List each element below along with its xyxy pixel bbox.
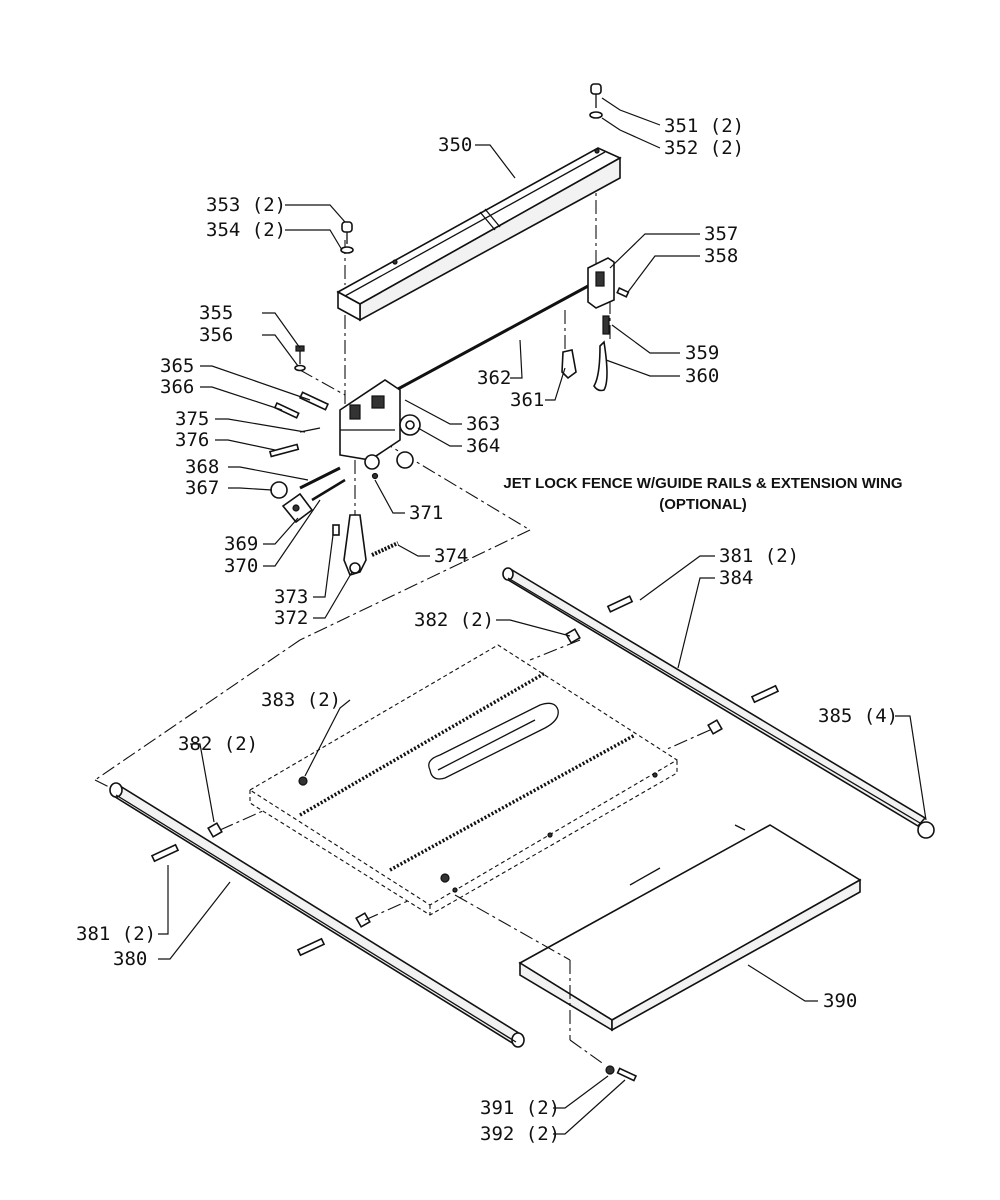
screw-376 bbox=[268, 443, 300, 458]
label-382-rear: 382 (2) bbox=[414, 609, 494, 631]
label-372: 372 bbox=[274, 607, 308, 629]
label-360: 360 bbox=[685, 365, 719, 387]
label-369: 369 bbox=[224, 533, 258, 555]
washer-392 bbox=[616, 1067, 638, 1082]
label-385: 385 (4) bbox=[818, 705, 898, 727]
pin-366 bbox=[273, 402, 300, 419]
leader-lines bbox=[158, 97, 927, 1135]
label-359: 359 bbox=[685, 342, 719, 364]
screw-391 bbox=[605, 1065, 615, 1075]
spacer-382-rear bbox=[565, 628, 723, 735]
pin-365 bbox=[298, 391, 330, 411]
label-391: 391 (2) bbox=[480, 1097, 560, 1119]
fence-rail-350 bbox=[336, 147, 622, 322]
label-357: 357 bbox=[704, 223, 738, 245]
rod-368 bbox=[299, 466, 341, 490]
screw-355 bbox=[295, 345, 305, 364]
label-381-front: 381 (2) bbox=[76, 923, 156, 945]
handle-369 bbox=[281, 492, 314, 524]
screw-371 bbox=[371, 472, 379, 480]
bolt-381-front bbox=[150, 843, 326, 957]
label-371: 371 bbox=[409, 502, 443, 524]
cam-lever-372 bbox=[343, 514, 367, 576]
roller-364 bbox=[399, 414, 421, 436]
label-373: 373 bbox=[274, 586, 308, 608]
washer-356 bbox=[294, 364, 306, 372]
label-375: 375 bbox=[175, 408, 209, 430]
label-362: 362 bbox=[477, 367, 511, 389]
spring-359 bbox=[602, 315, 610, 335]
screw-351 bbox=[590, 83, 602, 108]
label-366: 366 bbox=[160, 376, 194, 398]
label-383: 383 (2) bbox=[261, 689, 341, 711]
screw-358 bbox=[616, 287, 630, 298]
label-367: 367 bbox=[185, 477, 219, 499]
rear-guide-rail-384 bbox=[502, 567, 927, 828]
label-356: 356 bbox=[199, 324, 233, 346]
label-351: 351 (2) bbox=[664, 115, 744, 137]
cam-361 bbox=[561, 349, 577, 380]
front-guide-rail-380 bbox=[109, 782, 525, 1048]
fence-head-363 bbox=[339, 379, 414, 470]
saw-table-outline bbox=[248, 644, 679, 916]
label-392: 392 (2) bbox=[480, 1123, 560, 1145]
screw-353 bbox=[341, 221, 353, 244]
spacer-382-front bbox=[207, 822, 371, 928]
rear-clamp-357 bbox=[587, 257, 615, 309]
label-390: 390 bbox=[823, 990, 857, 1012]
pin-373 bbox=[332, 524, 340, 536]
label-374: 374 bbox=[434, 545, 468, 567]
label-363: 363 bbox=[466, 413, 500, 435]
label-353: 353 (2) bbox=[206, 194, 286, 216]
label-370: 370 bbox=[224, 555, 258, 577]
label-352: 352 (2) bbox=[664, 137, 744, 159]
pin-370 bbox=[311, 478, 346, 502]
extension-wing-390 bbox=[518, 824, 862, 1032]
hook-360 bbox=[593, 340, 608, 392]
end-cap-385 bbox=[917, 821, 935, 839]
label-365: 365 bbox=[160, 355, 194, 377]
label-354: 354 (2) bbox=[206, 219, 286, 241]
label-361: 361 bbox=[510, 389, 544, 411]
spring-374 bbox=[371, 541, 399, 557]
fence-centerlines bbox=[94, 150, 611, 791]
label-382-front: 382 (2) bbox=[178, 733, 258, 755]
label-355: 355 bbox=[199, 302, 233, 324]
part-labels: 351 (2) 352 (2) 350 353 (2) 354 (2) 357 … bbox=[76, 115, 898, 1145]
label-358: 358 bbox=[704, 245, 738, 267]
label-380: 380 bbox=[113, 948, 147, 970]
washer-352 bbox=[589, 111, 603, 119]
label-376: 376 bbox=[175, 429, 209, 451]
lock-rod-362 bbox=[384, 283, 591, 398]
label-364: 364 bbox=[466, 435, 500, 457]
washer-354 bbox=[340, 246, 354, 254]
diagram-subtitle: (OPTIONAL) bbox=[659, 496, 747, 513]
knob-367 bbox=[270, 481, 288, 499]
bolt-381-rear bbox=[606, 595, 780, 704]
label-350: 350 bbox=[438, 134, 472, 156]
label-381-rear: 381 (2) bbox=[719, 545, 799, 567]
label-368: 368 bbox=[185, 456, 219, 478]
diagram-title: JET LOCK FENCE W/GUIDE RAILS & EXTENSION… bbox=[503, 475, 902, 492]
label-384: 384 bbox=[719, 567, 753, 589]
